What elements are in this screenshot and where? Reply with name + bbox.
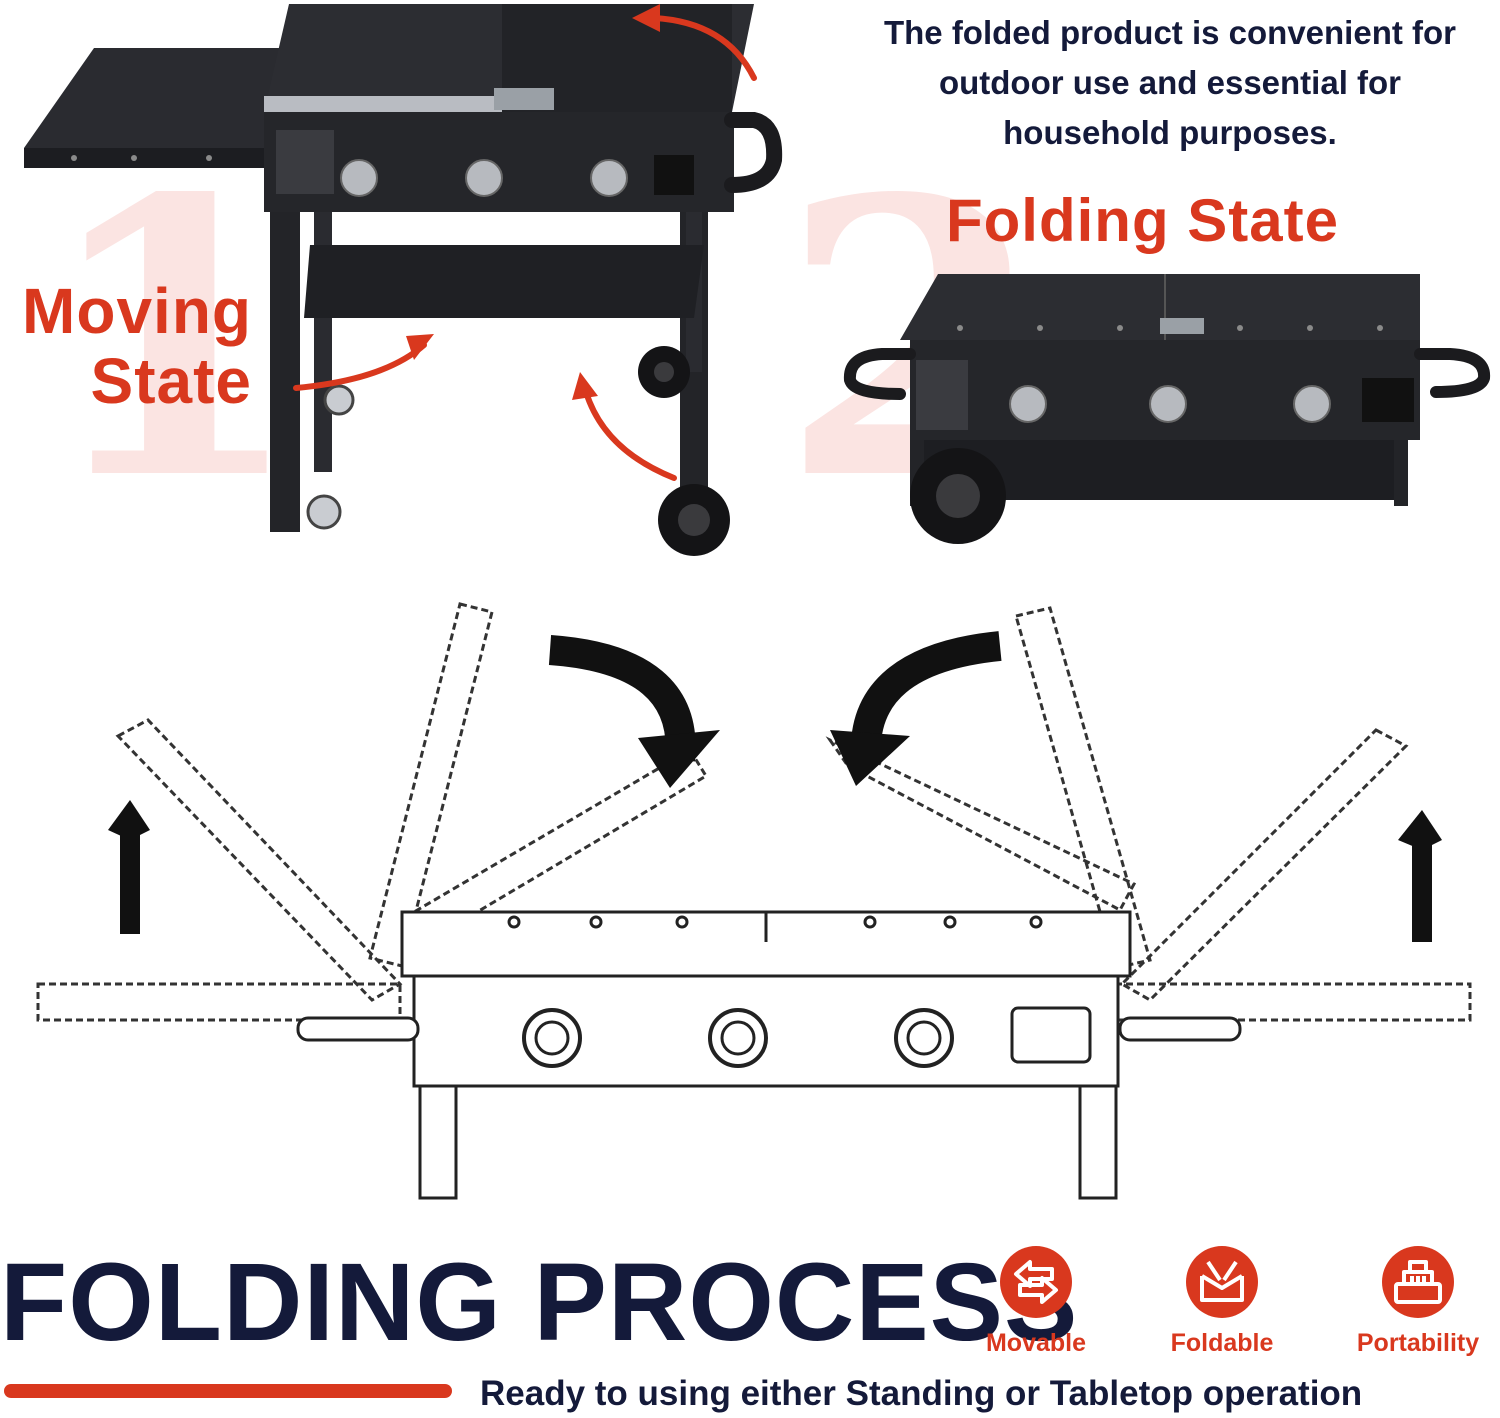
operation-subtitle: Ready to using either Standing or Tablet… xyxy=(480,1374,1363,1413)
description-text: The folded product is convenient for out… xyxy=(883,14,1457,151)
moving-state-title-line1: Moving xyxy=(22,275,252,347)
moving-state-title: Moving State xyxy=(6,276,252,416)
step-number-1: 1 xyxy=(40,116,305,563)
feature-movable: Movable xyxy=(946,1246,1126,1358)
feature-portability: Portability xyxy=(1328,1246,1500,1358)
griddle-carry-icon xyxy=(1382,1246,1454,1318)
feature-label-foldable: Foldable xyxy=(1170,1329,1274,1357)
double-arrow-icon xyxy=(1000,1246,1072,1318)
feature-foldable: Foldable xyxy=(1132,1246,1312,1358)
page-heading: FOLDING PROCESS xyxy=(0,1241,1079,1364)
fold-box-icon xyxy=(1186,1246,1258,1318)
feature-label-movable: Movable xyxy=(985,1329,1087,1357)
folding-state-title: Folding State xyxy=(946,187,1339,254)
feature-label-portability: Portability xyxy=(1356,1329,1480,1357)
moving-state-grill-photo xyxy=(24,4,783,556)
folding-process-diagram xyxy=(36,602,1472,1200)
accent-rule xyxy=(4,1384,452,1398)
moving-state-title-line2: State xyxy=(90,345,252,417)
folding-state-grill-photo xyxy=(843,274,1491,544)
